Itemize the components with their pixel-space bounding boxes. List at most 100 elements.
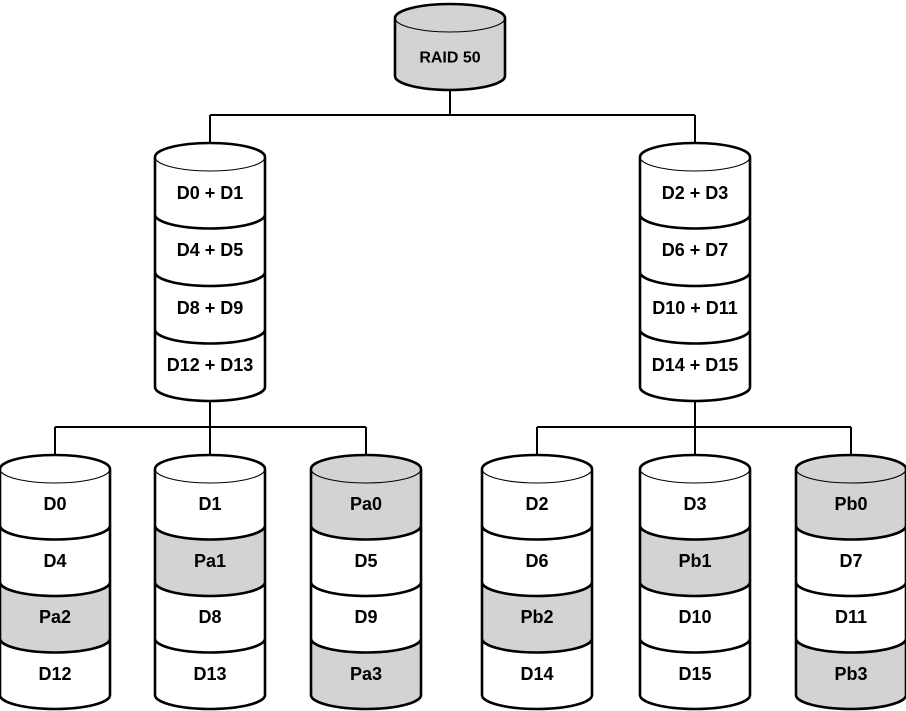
segment-label: Pa1 [194, 551, 226, 571]
disk-segment [640, 638, 750, 709]
segment-label: D0 [43, 494, 66, 514]
disk-segment [640, 525, 750, 596]
segment-label: D8 + D9 [177, 298, 244, 318]
segment-label: D0 + D1 [177, 183, 244, 203]
connector-right-tree [536, 395, 852, 462]
segment-label: Pa3 [350, 664, 382, 684]
disk-top-ellipse [155, 143, 265, 171]
disk-outline [309, 453, 423, 711]
disk-rim [481, 468, 593, 484]
segment-label: D10 + D11 [652, 298, 738, 318]
disk-segment [796, 525, 906, 596]
disk-segment [155, 582, 265, 653]
segment-label: D1 [198, 494, 221, 514]
segment-label: D12 [38, 664, 71, 684]
segment-label: D5 [354, 551, 377, 571]
disk-outline [0, 453, 112, 711]
segment-label: D12 + D13 [167, 355, 254, 375]
member-disk-a2: D1 Pa1 D8 D13 [153, 453, 267, 711]
disk-segment [796, 469, 906, 540]
connector-left-tree [54, 395, 367, 462]
disk-segment [640, 582, 750, 653]
disk-segment [0, 469, 110, 540]
segment-label: Pa2 [39, 607, 71, 627]
disk-segment [640, 214, 750, 286]
segment-label: D2 [525, 494, 548, 514]
member-disk-b1: D2 D6 Pb2 D14 [480, 453, 594, 711]
disk-rim [154, 468, 266, 484]
member-disk-b2: D3 Pb1 D10 D15 [638, 453, 752, 711]
disk-segment [640, 157, 750, 229]
segment-label: Pb2 [520, 607, 553, 627]
disk-outline [153, 453, 267, 711]
disk-segment [482, 638, 592, 709]
disk-segment [311, 582, 421, 653]
disk-top-ellipse [640, 455, 750, 483]
disk-segment [311, 469, 421, 540]
segment-label: D4 + D5 [177, 240, 244, 260]
disk-outline [480, 453, 594, 711]
disk-segment [155, 157, 265, 229]
segment-label: D13 [193, 664, 226, 684]
disk-top-ellipse [482, 455, 592, 483]
disk-segment [796, 638, 906, 709]
disk-top-ellipse [311, 455, 421, 483]
segment-label: D14 [520, 664, 553, 684]
member-disk-a1: D0 D4 Pa2 D12 [0, 453, 112, 711]
segment-label: D4 [43, 551, 66, 571]
disk-segment [155, 638, 265, 709]
disk-segment [482, 582, 592, 653]
member-disk-a3: Pa0 D5 D9 Pa3 [309, 453, 423, 711]
disk-segment [640, 272, 750, 344]
member-disk-b3: Pb0 D7 D11 Pb3 [794, 453, 906, 711]
segment-label: D8 [198, 607, 221, 627]
connector-top-tree [209, 82, 696, 152]
disk-rim [639, 468, 751, 484]
segment-label: Pb0 [834, 494, 867, 514]
segment-label: D6 [525, 551, 548, 571]
disk-segment [482, 469, 592, 540]
disk-rim [0, 468, 111, 484]
raid50-root-disk: RAID 50 [393, 2, 507, 92]
segment-label: D3 [683, 494, 706, 514]
disk-rim [795, 468, 906, 484]
root-disk-body [395, 4, 505, 90]
span-disk-a: D0 + D1 D4 + D5 D8 + D9 D12 + D13 [153, 141, 267, 403]
segment-label: D9 [354, 607, 377, 627]
segment-label: D7 [839, 551, 862, 571]
disk-segment [0, 638, 110, 709]
disk-segment [640, 469, 750, 540]
segment-label: Pb3 [834, 664, 867, 684]
disk-segment [311, 525, 421, 596]
disk-outline [794, 453, 906, 711]
disk-segment [311, 638, 421, 709]
disk-segment [155, 329, 265, 401]
segment-label: D14 + D15 [652, 355, 739, 375]
disk-rim [310, 468, 422, 484]
disk-segment [155, 469, 265, 540]
disk-segment [0, 582, 110, 653]
disk-segment [640, 329, 750, 401]
root-disk-label: RAID 50 [419, 50, 480, 67]
segment-label: Pa0 [350, 494, 382, 514]
disk-top-ellipse [0, 455, 110, 483]
disk-rim [154, 156, 266, 172]
disk-top-ellipse [155, 455, 265, 483]
segment-label: D2 + D3 [662, 183, 729, 203]
segment-label: Pb1 [678, 551, 711, 571]
disk-segment [155, 525, 265, 596]
disk-top-ellipse [796, 455, 906, 483]
disk-outline [153, 141, 267, 403]
root-disk-rim [394, 17, 506, 33]
segment-label: D6 + D7 [662, 240, 729, 260]
span-disk-b: D2 + D3 D6 + D7 D10 + D11 D14 + D15 [638, 141, 752, 403]
disk-outline [638, 453, 752, 711]
segment-label: D15 [678, 664, 711, 684]
disk-segment [796, 582, 906, 653]
disk-top-ellipse [640, 143, 750, 171]
segment-label: D11 [835, 607, 867, 627]
disk-segment [155, 272, 265, 344]
root-disk-outline [393, 2, 507, 92]
